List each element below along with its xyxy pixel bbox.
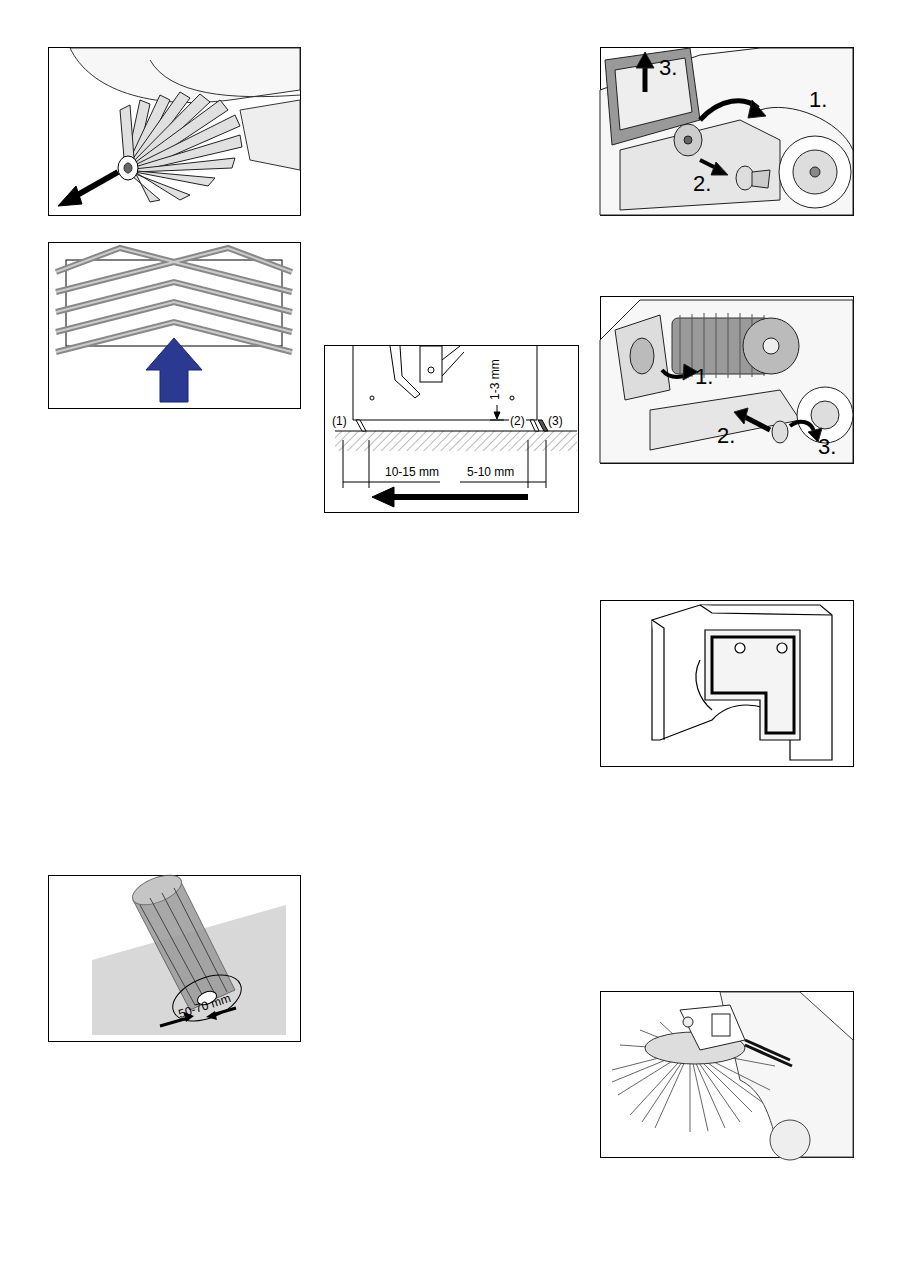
- step-number: 3.: [817, 435, 837, 459]
- callout-number: (2): [509, 415, 526, 428]
- dimension-label: 50-70 mm: [176, 992, 233, 1022]
- figure-frame: [49, 243, 301, 409]
- chevron-figure: [56, 248, 292, 402]
- roller-wear-figure: [92, 869, 286, 1035]
- callout-number: (3): [547, 415, 564, 428]
- lid-removal-figure: [600, 48, 853, 215]
- callout-number: (1): [331, 415, 348, 428]
- housing-seal-figure: [652, 605, 832, 760]
- figure-frame: [601, 601, 854, 767]
- figure-frame: [325, 346, 579, 513]
- step-number: 1.: [694, 365, 714, 389]
- fan-roller-figure: [58, 48, 300, 206]
- figure-frame: [601, 48, 854, 216]
- figure-frame: [49, 876, 301, 1042]
- step-number: 2.: [692, 172, 712, 196]
- roller-replace-figure: [600, 300, 853, 463]
- dimension-label: 10-15 mm: [384, 466, 440, 479]
- figure-frame: [601, 297, 854, 464]
- figure-frame: [49, 48, 301, 216]
- sealing-strip-figure: [335, 346, 577, 507]
- step-number: 2.: [716, 424, 736, 448]
- step-number: 3.: [658, 56, 678, 80]
- dimension-label: 1-3 mm: [489, 358, 502, 401]
- side-brush-figure: [612, 992, 853, 1160]
- figure-frame: [601, 992, 854, 1158]
- step-number: 1.: [808, 88, 828, 112]
- dimension-label: 5-10 mm: [466, 466, 515, 479]
